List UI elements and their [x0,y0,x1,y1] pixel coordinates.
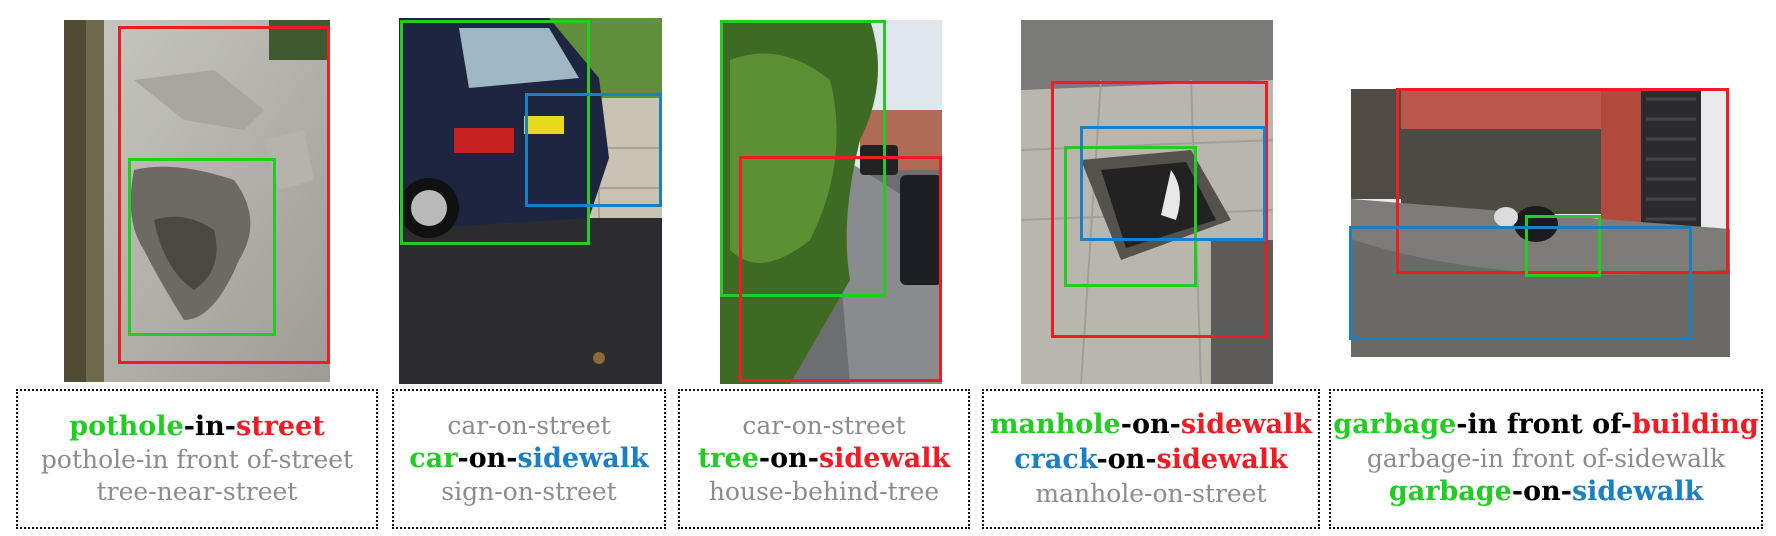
bbox-green [128,158,276,336]
predicate-label: on [1107,444,1146,475]
subject-label: manhole [989,409,1121,441]
caption-line: garbage-in front of-building [1333,409,1759,441]
caption-line: tree-on-sidewalk [697,442,951,474]
caption-line: car-on-sidewalk [409,442,649,474]
predicate-label: on [468,442,507,474]
photo-manhole-art [1021,20,1273,384]
bbox-blue [525,93,662,207]
bbox-green [400,20,590,245]
bbox-green [1525,215,1601,277]
caption-box-tree: car-on-street tree-on-sidewalk house-beh… [678,389,970,529]
object-label: sidewalk [517,442,649,474]
caption-line: car-on-street [447,410,611,440]
object-label: sidewalk [818,442,951,474]
caption-box-manhole: manhole-on-sidewalk crack-on-sidewalk ma… [982,389,1320,529]
subject-label: car [409,442,458,474]
bbox-red [739,156,942,382]
caption-line: pothole-in front of-street [40,445,354,475]
predicate-label: on [770,442,808,474]
photo-manhole-sidewalk [1021,20,1273,384]
photo-pothole-street [64,20,330,382]
bbox-red [118,26,330,364]
photo-garbage-building [1351,89,1730,357]
bbox-blue [1080,126,1266,241]
caption-line: tree-near-street [96,477,298,507]
object-label: sidewalk [1180,409,1313,441]
object-label: sidewalk [1156,444,1288,475]
object-label: building [1632,409,1759,441]
caption-line: house-behind-tree [708,477,940,507]
predicate-label: in [194,410,225,442]
subject-label: garbage [1333,409,1457,441]
bbox-red [1396,88,1729,274]
predicate-label: on [1131,409,1170,441]
caption-box-garbage: garbage-in front of-building garbage-in … [1329,389,1763,529]
bbox-green [1064,146,1197,287]
photo-garbage-art [1351,89,1730,357]
photo-pothole-art [64,20,330,382]
caption-line: manhole-on-sidewalk [989,409,1313,441]
object-label: sidewalk [1571,476,1704,507]
caption-line: pothole-in-street [69,410,325,442]
bbox-red [1051,81,1268,338]
subject-label: crack [1014,444,1097,475]
caption-line: garbage-in front of-sidewalk [1366,444,1726,473]
caption-line: sign-on-street [441,477,617,507]
object-label: street [236,410,325,442]
caption-line: garbage-on-sidewalk [1388,476,1704,507]
caption-box-car: car-on-street car-on-sidewalk sign-on-st… [392,389,666,529]
subject-label: garbage [1388,476,1512,507]
caption-line: manhole-on-street [1035,478,1267,508]
bbox-blue [1349,226,1692,340]
photo-tree-sidewalk [720,20,942,384]
subject-label: pothole [69,410,184,442]
subject-label: tree [697,442,759,474]
photo-tree-art [720,20,942,384]
caption-line: car-on-street [742,410,906,440]
predicate-label: on [1523,476,1561,507]
predicate-label: in front of [1467,409,1621,441]
caption-line: crack-on-sidewalk [1014,444,1288,475]
caption-box-pothole: pothole-in-street pothole-in front of-st… [16,389,378,529]
